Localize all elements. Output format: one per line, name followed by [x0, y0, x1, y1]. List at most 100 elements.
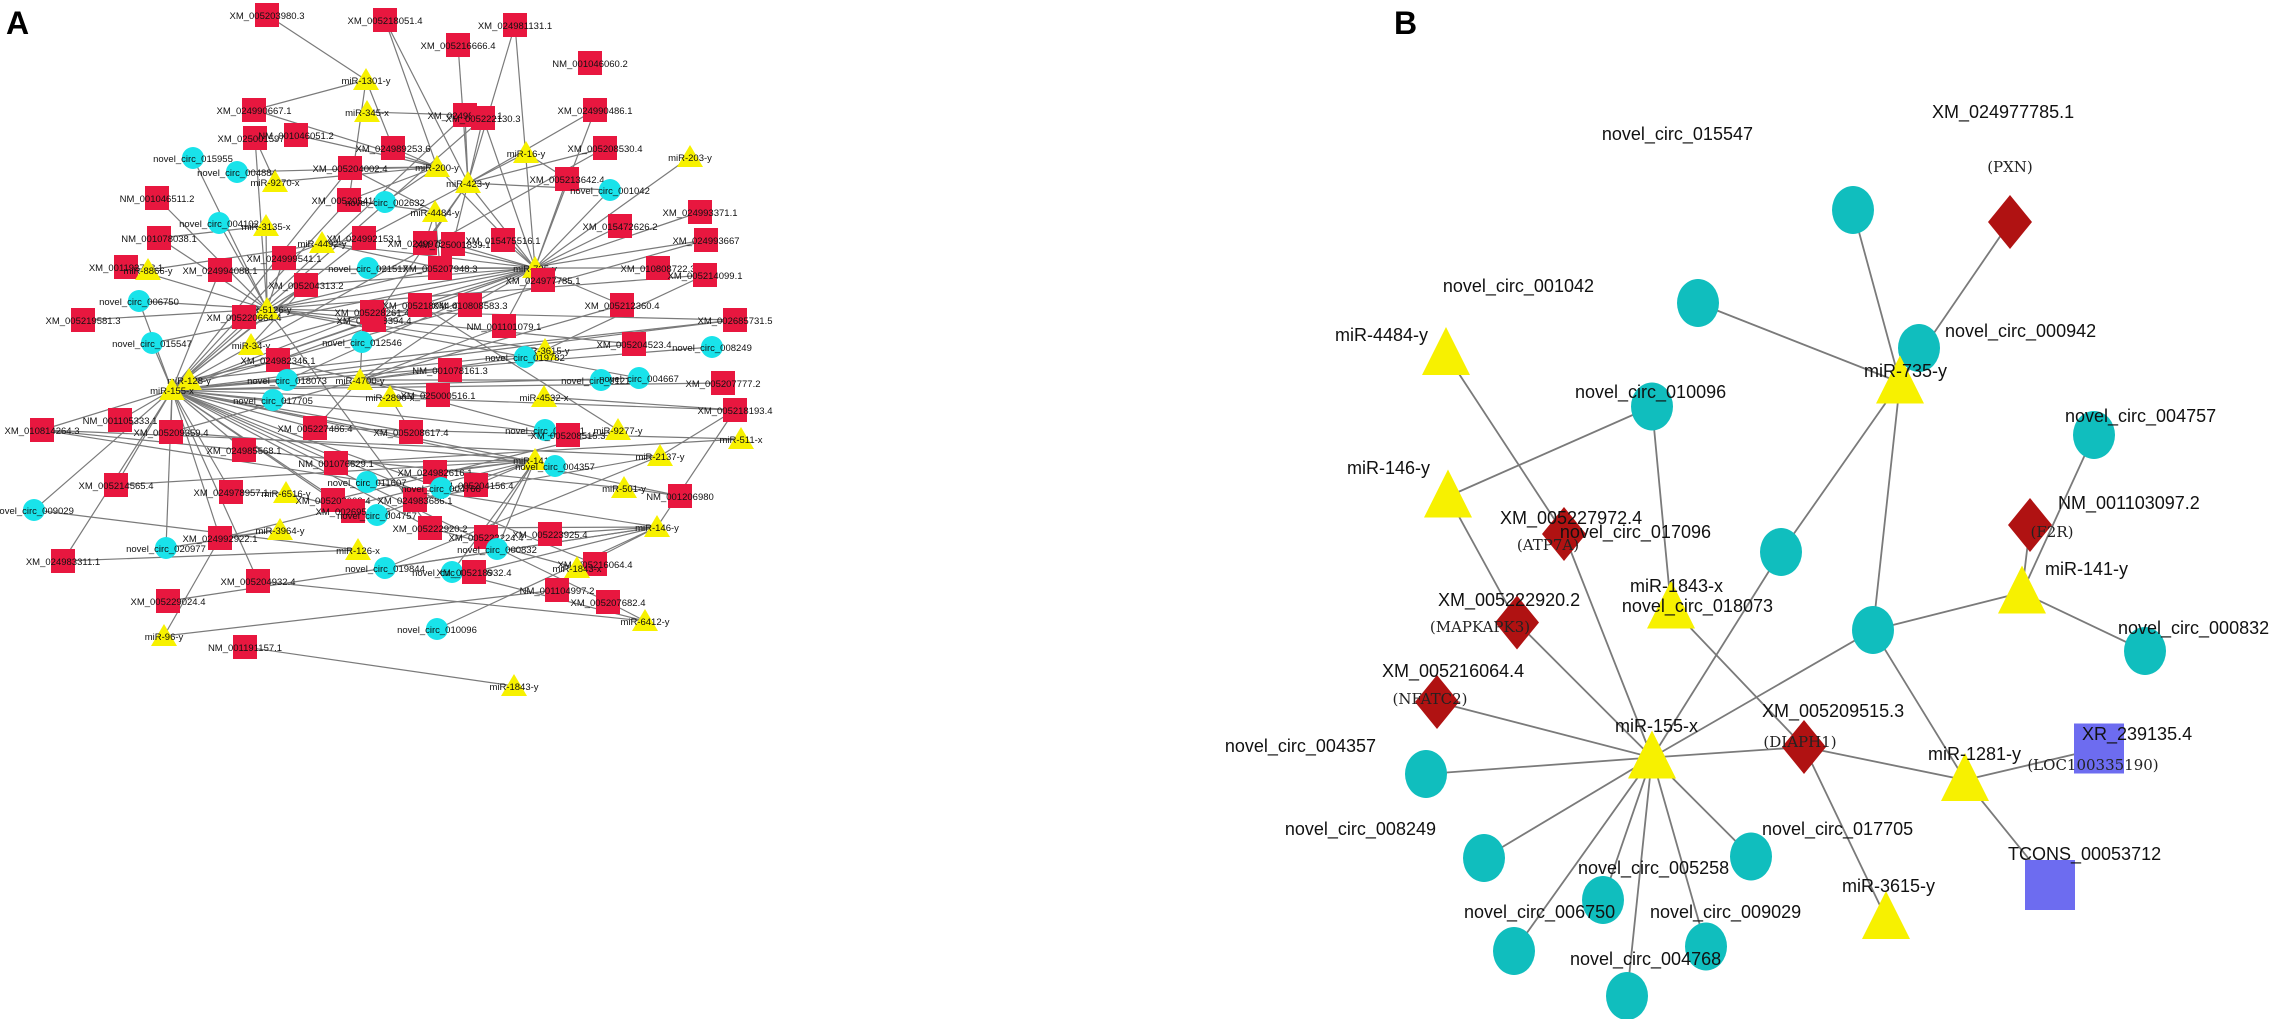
a-node-label-xm-024982346-1: XM_024982346.1	[240, 356, 315, 367]
a-edge-mir-155-x-xm-005204932-4	[171, 389, 259, 582]
b-circ-node-novel-circ-015547	[1832, 186, 1874, 234]
a-edge-mir-1843-y-nm-001191157-1	[244, 646, 515, 687]
b-node-label-xm-005227972-4: XM_005227972.4	[1500, 508, 1642, 529]
a-edge-mir-155-x-xm-005214565-4	[115, 389, 173, 486]
a-circ-node-novel-circ-019844	[374, 557, 396, 579]
a-gene-node-xm-005216064-4	[583, 552, 607, 576]
a-node-label-mir-96-y: miR-96-y	[145, 632, 184, 643]
a-edge-mir-155-x-xm-005208515-3	[171, 389, 569, 436]
a-gene-node-xm-005207777-2	[711, 371, 735, 395]
a-circ-node-novel-circ-012138	[590, 369, 612, 391]
a-gene-node-xm-005209359-4	[159, 420, 183, 444]
a-node-label-mir-34-y: miR-34-y	[232, 341, 271, 352]
a-gene-node-nm-001076629-1	[324, 451, 348, 475]
b-circ-node-novel-circ-001042	[1677, 279, 1719, 327]
a-node-label-xm-005204313-2: XM_005204313.2	[268, 281, 343, 292]
b-node-label-novel-circ-010096: novel_circ_010096	[1575, 382, 1726, 403]
a-node-label-xm-005227486-4: XM_005227486.4	[277, 424, 352, 435]
a-edge-mir-155-x-xm-005204523-4	[171, 343, 635, 391]
a-gene-node-nm-001078161-3	[438, 358, 462, 382]
a-mirna-node-mir-501-y	[611, 476, 637, 498]
b-edge-mir-155-x-novel-circ-004768	[1626, 757, 1653, 997]
a-edge-mir-5126-y-mir-3615-y	[266, 308, 546, 351]
a-circ-node-novel-circ-021517	[357, 257, 379, 279]
a-edge-mir-5126-y-xm-024993667	[266, 239, 707, 310]
b-node-label-xm-005216064-4: XM_005216064.4	[1382, 661, 1524, 682]
a-edge-mir-146-y-novel-circ-019844	[384, 526, 658, 569]
a-gene-node-xm-005212360-4	[610, 293, 634, 317]
b-gene-node-nm-001103097-2	[2008, 498, 2052, 552]
a-node-label-mir-2890-x: miR-2890-x	[365, 393, 414, 404]
a-edge-mir-5126-y-novel-circ-015955	[192, 157, 268, 310]
a-gene-node-xm-005229024-4	[156, 589, 180, 613]
a-node-label-nm-001104997-2: NM_001104997.2	[520, 586, 595, 597]
a-node-label-novel-circ-001042: novel_circ_001042	[570, 186, 650, 197]
a-gene-node-xm-002695368-5	[341, 499, 365, 523]
a-mirna-node-mir-9270-x	[262, 170, 288, 192]
a-node-label-novel-circ-004884: novel_circ_004884	[197, 168, 277, 179]
a-edge-mir-735-y-xm-024982346-1	[277, 267, 536, 361]
a-node-label-xm-005218051-4: XM_005218051.4	[347, 16, 422, 27]
a-edge-mir-155-x-xm-024978957-1	[171, 389, 232, 493]
a-edge-mir-155-x-xm-024994088-1	[171, 269, 221, 391]
a-edge-mir-5126-y-xm-005214099-1	[266, 274, 706, 310]
a-edge-mir-5126-y-xm-005207948-3	[266, 267, 441, 310]
a-gene-node-xm-024983686-1	[403, 488, 427, 512]
a-node-label-novel-circ-004757: novel_circ_004757	[337, 511, 417, 522]
b-node-label-novel-circ-000942: novel_circ_000942	[1945, 321, 2096, 342]
a-node-label-novel-circ-019844: novel_circ_019844	[345, 564, 425, 575]
a-gene-node-xm-005218044-4	[408, 293, 432, 317]
b-node-label-novel-circ-004768: novel_circ_004768	[1570, 949, 1721, 970]
b-circ-node-novel-circ-000832	[2124, 627, 2166, 675]
a-edge-mir-2137-y-xm-005218193-4	[659, 409, 736, 457]
a-edge-mir-4484-y-xm-005204002-4	[349, 167, 436, 213]
a-edge-mir-4700-y-xm-025000516-1	[359, 379, 439, 396]
a-circ-node-novel-circ-017705	[262, 389, 284, 411]
a-edge-mir-423-y-xm-005218051-4	[384, 19, 469, 184]
a-node-label-novel-circ-012546: novel_circ_012546	[322, 338, 402, 349]
b-edge-mir-155-x-xm-005222920-2	[1516, 621, 1653, 759]
a-node-label-xm-005204002-4: XM_005204002.4	[312, 164, 387, 175]
b-mirna-node-mir-146-y	[1424, 469, 1472, 518]
a-edge-mir-423-y-xm-024990486-1	[467, 109, 596, 184]
a-node-label-xm-010814264-3: XM_010814264.3	[4, 426, 79, 437]
a-node-label-mir-6516-y: miR-6516-y	[261, 489, 310, 500]
b-node-label-xm-005209515-3: XM_005209515.3	[1762, 701, 1904, 722]
b-node-label-nm-001103097-2: NM_001103097.2	[2058, 493, 2200, 514]
a-edge-mir-735-y-xm-015472626-2	[534, 225, 621, 269]
b-node-label-mir-146-y: miR-146-y	[1347, 458, 1430, 478]
a-edge-mir-4700-y-xm-010808583-3	[359, 304, 471, 381]
a-node-label-xm-005207948-3: XM_005207948.3	[402, 264, 477, 275]
b-gene-node-xm-005216064-4	[1415, 675, 1459, 729]
a-gene-node-xm-005216666-4	[446, 33, 470, 57]
b-node-label-novel-circ-005258: novel_circ_005258	[1578, 858, 1729, 879]
a-node-label-mir-126-x: miR-126-x	[336, 546, 380, 557]
a-circ-node-novel-circ-013966	[441, 561, 463, 583]
b-circ-node-novel-circ-010096	[1631, 382, 1673, 431]
a-gene-node-xm-010808583-3	[458, 293, 482, 317]
a-node-label-xm-005213642-4: XM_005213642.4	[529, 175, 604, 186]
a-node-label-xm-024981131-1: XM_024981131.1	[478, 21, 552, 32]
a-circ-node-novel-circ-009029	[23, 499, 45, 521]
a-gene-node-xm-024989253-6	[381, 136, 405, 160]
b-edge-mir-735-y-novel-circ-015547	[1852, 209, 1901, 383]
a-edge-mir-146-y-xm-005223925-4	[549, 526, 658, 535]
b-edge-mir-141-y-novel-circ-004757	[2021, 434, 2095, 593]
b-edge-mir-155-x-novel-circ-009029	[1651, 757, 1707, 947]
a-node-label-xm-005214099-1: XM_005214099.1	[667, 271, 742, 282]
a-node-label-xm-024985568-1: XM_024985568.1	[206, 446, 281, 457]
a-edge-mir-735-y-xm-005218044-4	[419, 267, 536, 306]
a-edge-mir-155-x-xm-024992922-1	[171, 389, 221, 539]
a-gene-node-xm-005218193-4	[723, 398, 747, 422]
a-circ-node-novel-circ-004357	[544, 455, 566, 477]
a-node-label-xm-005205419-4: XM_005205419.4	[311, 196, 386, 207]
a-node-label-mir-4484-y: miR-4484-y	[410, 208, 459, 219]
b-gene-node-xm-024977785-1	[1988, 195, 2032, 249]
a-gene-node-xm-025000516-1	[426, 383, 450, 407]
a-gene-node-xm-024992922-1	[208, 526, 232, 550]
a-node-label-xm-005203980-3: XM_005203980.3	[229, 11, 304, 22]
a-edge-mir-5126-y-xm-005222920-2	[266, 308, 431, 529]
a-edge-mir-5126-y-novel-circ-004667	[266, 308, 640, 379]
a-edge-mir-155-x-xm-005222130-3	[171, 117, 484, 391]
